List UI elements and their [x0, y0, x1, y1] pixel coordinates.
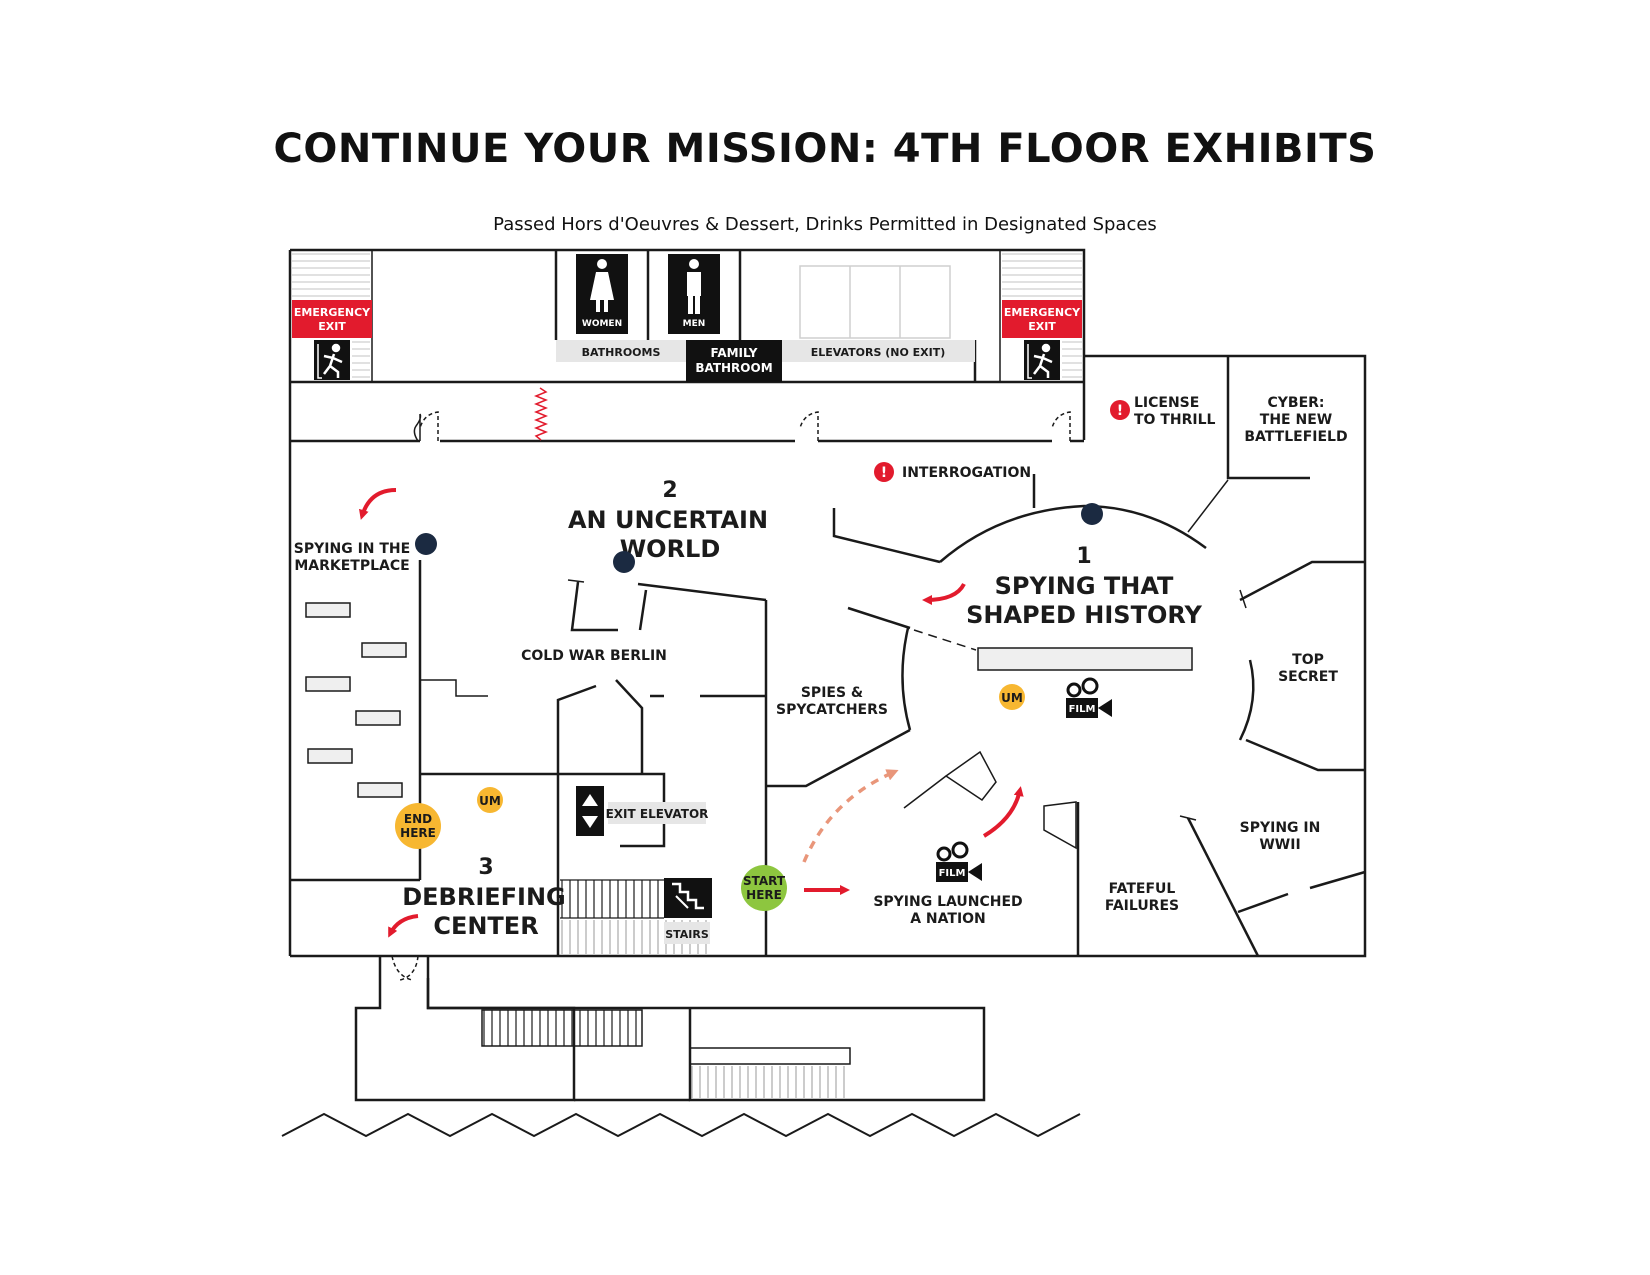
svg-text:DEBRIEFING: DEBRIEFING [402, 883, 566, 911]
svg-text:EMERGENCY: EMERGENCY [1004, 306, 1081, 319]
men-restroom-sign: MEN [668, 254, 720, 334]
svg-text:A NATION: A NATION [910, 911, 986, 927]
svg-text:3: 3 [478, 855, 493, 880]
svg-text:FILM: FILM [1069, 704, 1096, 715]
film-camera-icon: FILM [1066, 677, 1112, 718]
route-arrow [922, 582, 966, 605]
location-dot-shaped-history [1081, 503, 1103, 525]
svg-text:STAIRS: STAIRS [665, 928, 709, 941]
svg-text:!: ! [1117, 403, 1123, 419]
svg-text:START: START [743, 874, 786, 888]
bathrooms-label: BATHROOMS [582, 346, 661, 359]
svg-text:TOP: TOP [1292, 652, 1324, 668]
svg-text:WOMEN: WOMEN [582, 319, 622, 329]
start-here-marker: START HERE [741, 865, 787, 911]
svg-text:CENTER: CENTER [433, 912, 538, 940]
route-arrow [388, 914, 419, 938]
um-badge: UM [477, 787, 503, 813]
emergency-exit-right: EMERGENCY EXIT [1002, 253, 1082, 380]
svg-text:INTERROGATION: INTERROGATION [902, 465, 1031, 481]
alert-icon [1110, 400, 1130, 420]
svg-text:SPYING LAUNCHED: SPYING LAUNCHED [873, 894, 1022, 910]
svg-text:SHAPED HISTORY: SHAPED HISTORY [966, 601, 1202, 629]
svg-text:BATHROOM: BATHROOM [695, 361, 772, 375]
gallery-interrogation: ! INTERROGATION [874, 462, 1031, 482]
exhibit-2-an-uncertain-world: 2 AN UNCERTAIN WORLD [568, 478, 768, 563]
svg-text:!: ! [881, 465, 887, 481]
svg-text:SPYCATCHERS: SPYCATCHERS [776, 702, 888, 718]
svg-text:SECRET: SECRET [1278, 669, 1338, 685]
svg-text:FAILURES: FAILURES [1105, 898, 1179, 914]
svg-text:SPIES &: SPIES & [801, 685, 863, 701]
exhibit-1-spying-that-shaped-history: 1 SPYING THAT SHAPED HISTORY [966, 544, 1202, 629]
svg-text:THE NEW: THE NEW [1260, 412, 1332, 428]
location-dot-marketplace [415, 533, 437, 555]
svg-text:MEN: MEN [683, 319, 706, 329]
gallery-cyber: CYBER: THE NEW BATTLEFIELD [1244, 395, 1347, 445]
women-restroom-sign: WOMEN [576, 254, 628, 334]
emergency-exit-left: EMERGENCY EXIT [292, 253, 372, 380]
gallery-fateful-failures: FATEFUL FAILURES [1105, 881, 1179, 914]
um-badge: UM [999, 684, 1025, 710]
route-arrow-dashed [802, 769, 899, 863]
svg-text:CYBER:: CYBER: [1267, 395, 1324, 411]
gallery-spying-launched-a-nation: SPYING LAUNCHED A NATION [873, 894, 1022, 927]
svg-text:EMERGENCY: EMERGENCY [294, 306, 371, 319]
exhibit-3-debriefing-center: 3 DEBRIEFING CENTER [402, 855, 566, 940]
gallery-license-to-thrill: ! LICENSE TO THRILL [1110, 395, 1216, 428]
location-dot-uncertain-world [613, 551, 635, 573]
route-arrow [982, 786, 1024, 838]
gallery-spying-in-wwii: SPYING IN WWII [1240, 820, 1321, 853]
svg-text:UM: UM [1001, 691, 1023, 705]
family-bathroom-sign: FAMILY BATHROOM [686, 340, 782, 382]
svg-text:FATEFUL: FATEFUL [1109, 881, 1176, 897]
gallery-top-secret: TOP SECRET [1278, 652, 1338, 685]
film-camera-icon: FILM [936, 841, 982, 882]
page-subtitle: Passed Hors d'Oeuvres & Dessert, Drinks … [493, 214, 1157, 235]
stairs-sign: STAIRS [664, 922, 710, 944]
svg-text:EXIT: EXIT [1028, 320, 1056, 333]
alert-icon [874, 462, 894, 482]
svg-text:LICENSE: LICENSE [1134, 395, 1199, 411]
svg-text:EXIT ELEVATOR: EXIT ELEVATOR [606, 807, 709, 821]
svg-text:FAMILY: FAMILY [711, 346, 758, 360]
elevators-label: ELEVATORS (NO EXIT) [811, 346, 946, 359]
svg-text:HERE: HERE [400, 826, 436, 840]
svg-text:END: END [404, 812, 432, 826]
svg-text:SPYING THAT: SPYING THAT [995, 572, 1174, 600]
svg-text:SPYING IN THE: SPYING IN THE [294, 541, 410, 557]
gallery-cold-war-berlin: COLD WAR BERLIN [521, 648, 667, 664]
svg-text:SPYING IN: SPYING IN [1240, 820, 1321, 836]
svg-text:EXIT: EXIT [318, 320, 346, 333]
running-person-icon [1027, 343, 1053, 379]
gallery-spying-in-the-marketplace: SPYING IN THE MARKETPLACE [294, 541, 410, 574]
page-title: CONTINUE YOUR MISSION: 4TH FLOOR EXHIBIT… [273, 126, 1377, 172]
man-icon [687, 259, 701, 314]
svg-text:MARKETPLACE: MARKETPLACE [294, 558, 409, 574]
lower-annex [281, 956, 1081, 1138]
route-arrow [358, 488, 397, 520]
running-person-icon [317, 343, 343, 379]
svg-text:BATTLEFIELD: BATTLEFIELD [1244, 429, 1347, 445]
svg-text:AN UNCERTAIN: AN UNCERTAIN [568, 506, 768, 534]
svg-text:TO THRILL: TO THRILL [1134, 412, 1216, 428]
svg-text:HERE: HERE [746, 888, 782, 902]
building-walls [288, 248, 1367, 981]
svg-text:1: 1 [1076, 544, 1091, 569]
route-arrows [358, 488, 1024, 938]
exit-elevator-sign: EXIT ELEVATOR [576, 786, 708, 836]
end-here-marker: END HERE [395, 803, 441, 849]
svg-text:UM: UM [479, 794, 501, 808]
svg-text:FILM: FILM [939, 868, 966, 879]
gallery-spies-spycatchers: SPIES & SPYCATCHERS [776, 685, 888, 718]
svg-text:2: 2 [662, 478, 677, 503]
svg-text:WWII: WWII [1259, 837, 1300, 853]
svg-text:WORLD: WORLD [620, 535, 721, 563]
woman-icon [590, 259, 614, 312]
